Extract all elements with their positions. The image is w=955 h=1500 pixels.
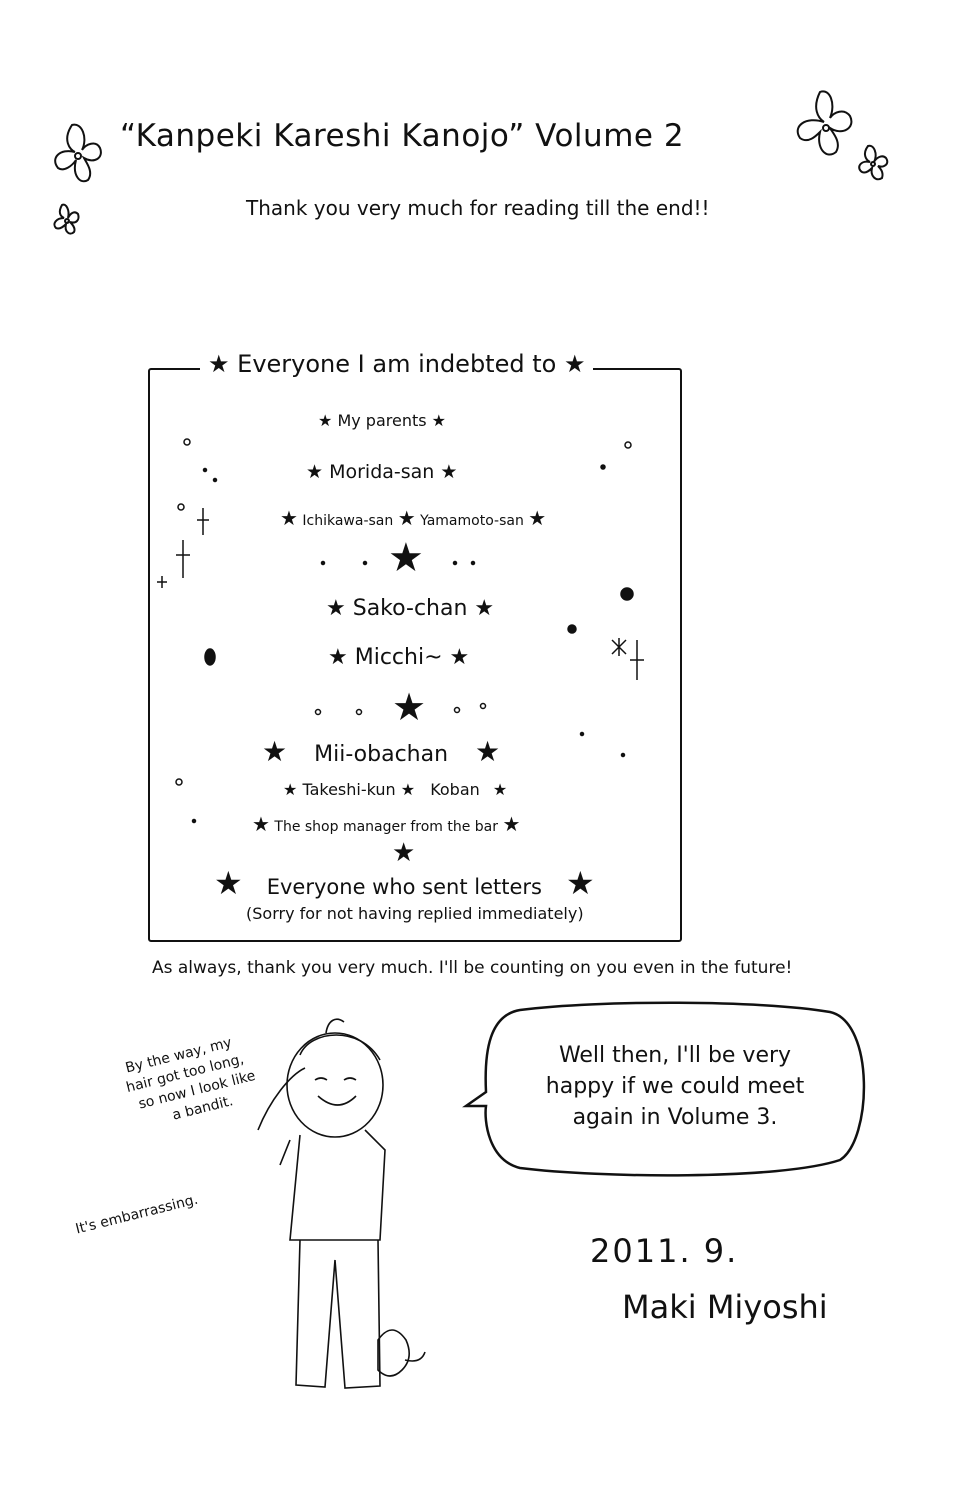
credit-parents: ★ My parents ★ [318, 411, 446, 430]
credit-shop-manager: ★ The shop manager from the bar ★ [252, 812, 520, 836]
credits-header-label: Everyone I am indebted to [237, 350, 557, 378]
star-icon: ★ [326, 596, 346, 621]
speech-bubble [462, 1001, 866, 1177]
star-icon: ★ [280, 506, 298, 530]
credit-sako: ★ Sako-chan ★ [326, 596, 494, 621]
credit-label: Morida-san [329, 461, 435, 483]
credit-label: Mii-obachan [314, 742, 449, 767]
page-subtitle: Thank you very much for reading till the… [246, 196, 710, 220]
bubble-line: Well then, I'll be very [558, 1043, 792, 1068]
star-icon: ★ [397, 506, 416, 530]
star-icon: ★ [283, 780, 298, 799]
star-icon: ★ [475, 735, 501, 768]
star-icon: ★ [252, 812, 270, 836]
flower-icon [54, 123, 102, 183]
credit-label: Yamamoto-san [420, 513, 524, 529]
star-icon: ★ [392, 685, 427, 729]
star-icon: ★ [566, 864, 595, 902]
flower-icon [53, 203, 80, 235]
footer-thanks: As always, thank you very much. I'll be … [152, 958, 793, 978]
credit-label: The shop manager from the bar [274, 819, 499, 835]
star-icon: ★ [306, 461, 324, 483]
credit-morida: ★ Morida-san ★ [306, 461, 457, 483]
star-icon: ★ [262, 735, 288, 768]
star-icon: ★ [528, 506, 547, 530]
star-icon: ★ [400, 780, 416, 799]
author-signature: Maki Miyoshi [622, 1288, 828, 1326]
date: 2011. 9. [590, 1232, 739, 1270]
credit-micchi: ★ Micchi~ ★ [328, 645, 469, 670]
star-icon: ★ [440, 461, 458, 483]
credit-label: My parents [337, 411, 427, 430]
flower-icon [858, 144, 889, 181]
character-illustration [257, 1018, 426, 1389]
star-icon: ★ [318, 411, 333, 430]
star-icon: ★ [502, 812, 521, 836]
star-icon: ★ [563, 350, 586, 378]
credit-apology: (Sorry for not having replied immediatel… [246, 904, 584, 923]
star-icon: ★ [449, 645, 470, 670]
credit-label: Micchi~ [354, 645, 443, 670]
star-icon: ★ [431, 411, 447, 430]
credit-label: Koban [430, 780, 480, 799]
star-icon: ★ [328, 645, 348, 670]
bubble-line: happy if we could meet [545, 1074, 805, 1099]
credit-label: Ichikawa-san [302, 513, 394, 529]
star-icon: ★ [392, 838, 416, 868]
credit-takeshi-koban: ★ Takeshi-kun ★ Koban ★ [283, 780, 507, 799]
flower-icon [796, 90, 853, 156]
credits-header: ★ Everyone I am indebted to ★ [200, 350, 594, 378]
star-icon: ★ [388, 535, 424, 581]
star-icon: ★ [492, 780, 508, 799]
bubble-line: again in Volume 3. [572, 1105, 778, 1130]
credit-miiobachan: ★ Mii-obachan ★ [262, 735, 500, 768]
speech-bubble-text: Well then, I'll be very happy if we coul… [505, 1040, 845, 1133]
credit-letters: ★ Everyone who sent letters ★ [214, 864, 595, 902]
star-icon: ★ [474, 596, 495, 621]
credit-ichikawa-yamamoto: ★ Ichikawa-san ★ Yamamoto-san ★ [280, 506, 546, 530]
credit-label: Everyone who sent letters [266, 875, 542, 899]
credit-label: Sako-chan [352, 596, 468, 621]
star-icon: ★ [214, 864, 243, 902]
page-title: “Kanpeki Kareshi Kanojo” Volume 2 [120, 118, 685, 154]
star-icon: ★ [208, 350, 230, 378]
credit-label: Takeshi-kun [302, 780, 396, 799]
